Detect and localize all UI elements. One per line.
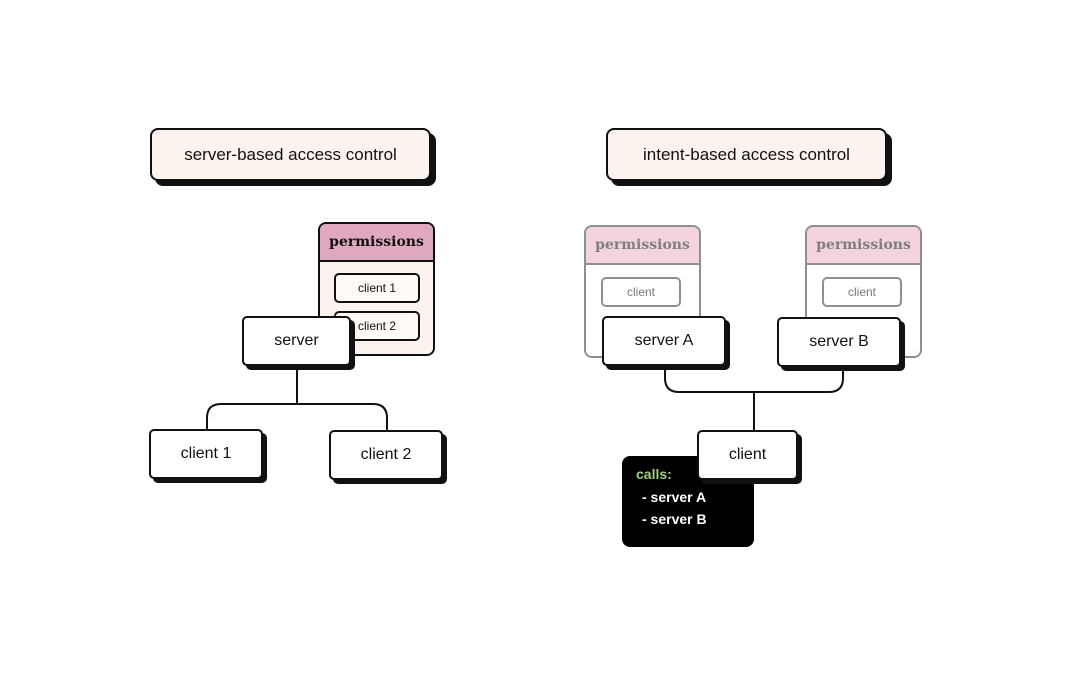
client-label: client (728, 446, 767, 463)
connector-server-to-clients (206, 368, 388, 430)
server-a-node: server A (602, 316, 726, 366)
client-node: client (697, 430, 798, 480)
call-item-server-b: - server B (642, 511, 707, 527)
permissions-header: permissions (320, 224, 433, 262)
permission-item-client: client (601, 277, 681, 307)
intent-based-title: intent-based access control (643, 144, 850, 164)
server-b-permissions-panel: permissions client (805, 225, 922, 358)
permissions-header: permissions (586, 227, 699, 265)
permission-item-client: client (822, 277, 902, 307)
call-item-server-a: - server A (642, 489, 707, 505)
server-b-node: server B (777, 317, 901, 367)
client-1-node: client 1 (149, 429, 263, 479)
server-based-title-card: server-based access control (150, 128, 431, 181)
server-node: server (242, 316, 351, 366)
server-based-title: server-based access control (184, 144, 397, 164)
server-permissions-panel: permissions client 1 client 2 (318, 222, 435, 356)
client-1-label: client 1 (180, 445, 232, 462)
intent-based-title-card: intent-based access control (606, 128, 887, 181)
client-2-node: client 2 (329, 430, 443, 480)
permission-item-client-1: client 1 (334, 273, 420, 303)
permissions-header: permissions (807, 227, 920, 265)
server-label: server (274, 332, 319, 349)
client-2-label: client 2 (360, 446, 412, 463)
server-b-label: server B (809, 333, 869, 350)
connector-servers-to-client (664, 368, 844, 430)
calls-label: calls: (636, 466, 672, 482)
server-a-label: server A (634, 332, 694, 349)
